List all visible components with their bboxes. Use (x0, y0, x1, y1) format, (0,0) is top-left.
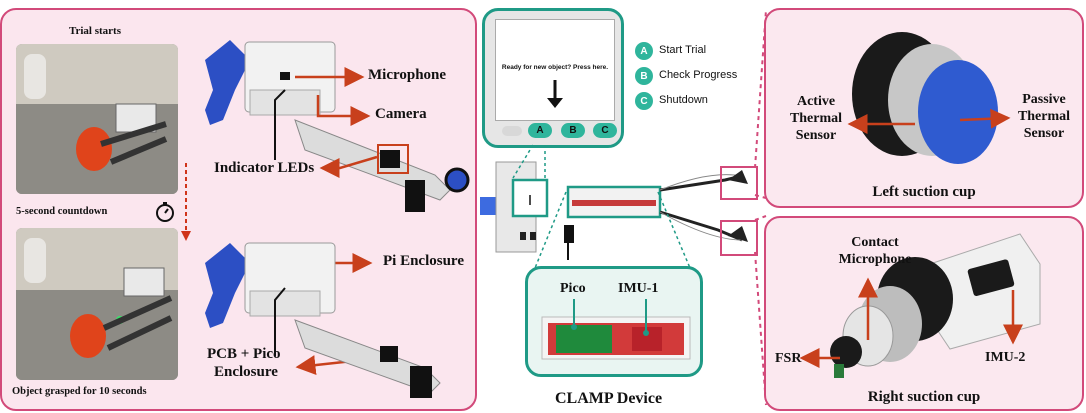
passive-thermal-line2: Thermal (1017, 109, 1071, 124)
screen-left-pill (502, 126, 522, 136)
contact-microphone-line2: Microphone (838, 252, 912, 267)
microphone-label: Microphone (368, 67, 447, 83)
active-thermal-line2: Thermal (789, 111, 843, 126)
legend-key-b: B (635, 67, 653, 85)
active-thermal-line3: Sensor (795, 128, 837, 143)
fsr-label: FSR (775, 351, 802, 366)
active-thermal-line1: Active (796, 94, 836, 109)
screen-button-b[interactable]: B (561, 123, 585, 138)
legend-key-c: C (635, 92, 653, 110)
screen-display: Ready for new object? Press here. (495, 19, 615, 121)
legend-key-a: A (635, 42, 653, 60)
camera-label: Camera (375, 106, 427, 122)
grasp-photo (16, 228, 178, 380)
thermal-arrows (847, 108, 1011, 134)
legend-label-start-trial: Start Trial (659, 44, 707, 56)
pico-label: Pico (560, 281, 586, 296)
stopwatch-icon (155, 201, 175, 228)
trial-start-photo (16, 44, 178, 194)
pcb-inset: Pico IMU-1 (525, 266, 703, 377)
down-arrow-icon (546, 80, 564, 115)
left-cup-highlight (720, 166, 758, 200)
left-suction-cup-title: Left suction cup (872, 184, 976, 200)
imu1-label: IMU-1 (618, 281, 659, 296)
legend-label-check-progress: Check Progress (659, 69, 738, 81)
pcb-pico-label-2: Enclosure (214, 364, 278, 380)
grasp-photo-art (16, 228, 178, 380)
imu2-label: IMU-2 (985, 350, 1026, 365)
legend-label-shutdown: Shutdown (659, 94, 708, 106)
passive-thermal-line3: Sensor (1023, 126, 1065, 141)
pcb-pico-label-1: PCB + Pico (207, 346, 281, 362)
object-grasped-label: Object grasped for 10 seconds (12, 386, 147, 397)
contact-microphone-line1: Contact (851, 235, 899, 250)
passive-thermal-line1: Passive (1022, 92, 1066, 107)
left-suction-cup-illustration (852, 32, 998, 164)
trial-start-photo-art (16, 44, 178, 194)
gripper-bottom-illustration (195, 228, 475, 413)
led-highlight-box (377, 144, 409, 174)
screen-button-a[interactable]: A (528, 123, 552, 138)
screen-message: Ready for new object? Press here. (501, 64, 609, 71)
gripper-top-illustration (195, 30, 475, 225)
pi-enclosure-label: Pi Enclosure (383, 253, 464, 269)
right-cup-highlight (720, 220, 758, 256)
trial-starts-label: Trial starts (68, 25, 122, 37)
screen-button-c[interactable]: C (593, 123, 617, 138)
clamp-device-illustration (480, 161, 748, 260)
pcb-board-art (541, 299, 691, 360)
countdown-label: 5-second countdown (16, 206, 108, 217)
clamp-device-title: CLAMP Device (555, 390, 663, 407)
indicator-leds-label: Indicator LEDs (214, 160, 315, 176)
right-suction-cup-title: Right suction cup (867, 389, 981, 405)
countdown-arrow (180, 163, 192, 248)
right-cup-arrows (799, 277, 1023, 368)
screen-device: Ready for new object? Press here. A B C (482, 8, 624, 148)
